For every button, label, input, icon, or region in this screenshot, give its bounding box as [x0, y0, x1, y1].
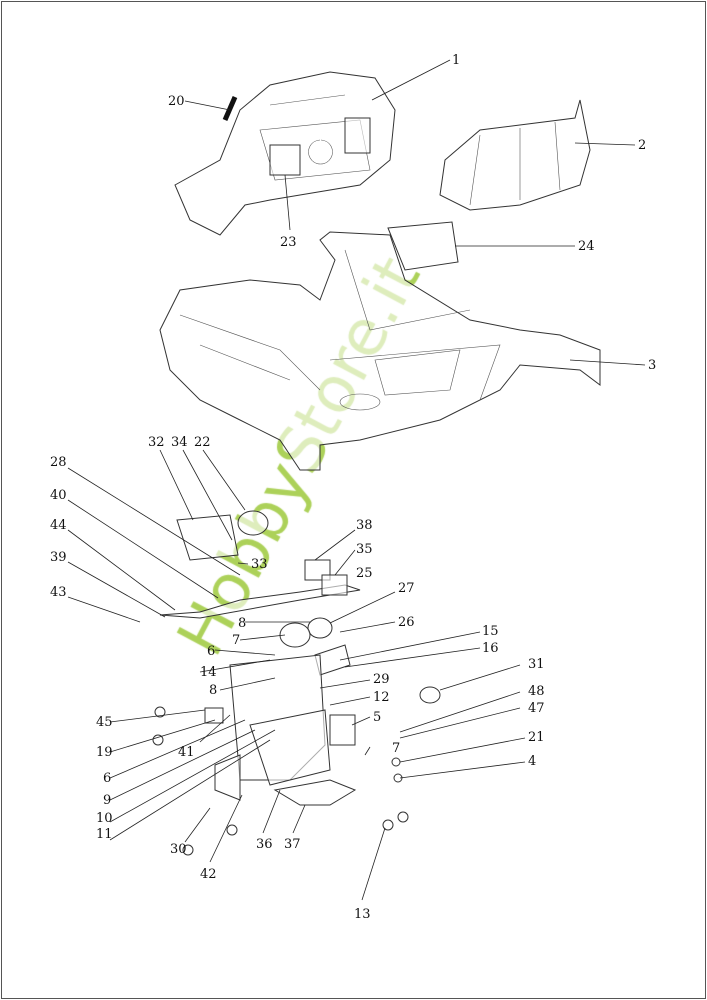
callout-21: 21: [528, 730, 545, 745]
callout-30: 30: [170, 842, 187, 857]
callout-42: 42: [200, 867, 217, 882]
callout-6: 6: [103, 771, 111, 786]
callout-32: 32: [148, 435, 165, 450]
callout-27: 27: [398, 581, 415, 596]
callout-7: 7: [392, 741, 400, 756]
callout-43: 43: [50, 585, 67, 600]
callout-13: 13: [354, 907, 371, 922]
callout-8: 8: [209, 683, 217, 698]
callout-47: 47: [528, 701, 545, 716]
callout-39: 39: [50, 550, 67, 565]
callout-26: 26: [398, 615, 415, 630]
callout-22: 22: [194, 435, 211, 450]
storage-tray-part: [387, 221, 459, 271]
seat-cover-part: [439, 99, 591, 211]
callout-29: 29: [373, 672, 390, 687]
callout-48: 48: [528, 684, 545, 699]
callout-12: 12: [373, 690, 390, 705]
callout-15: 15: [482, 624, 499, 639]
callout-19: 19: [96, 745, 113, 760]
callout-3: 3: [648, 358, 656, 373]
callout-31: 31: [528, 657, 545, 672]
callout-45: 45: [96, 715, 113, 730]
callout-14: 14: [200, 665, 217, 680]
callout-6-upper: 6: [207, 644, 215, 659]
callout-28: 28: [50, 455, 67, 470]
callout-20: 20: [168, 94, 185, 109]
callout-9: 9: [103, 793, 111, 808]
callout-2: 2: [638, 138, 646, 153]
callout-16: 16: [482, 641, 499, 656]
callout-4: 4: [528, 754, 536, 769]
dashboard-part: [174, 71, 396, 236]
callout-36: 36: [256, 837, 273, 852]
callout-5: 5: [373, 710, 381, 725]
callout-10: 10: [96, 811, 113, 826]
callout-33: 33: [251, 557, 268, 572]
callout-40: 40: [50, 488, 67, 503]
callout-1: 1: [452, 53, 460, 68]
callout-34: 34: [171, 435, 188, 450]
mechanism-parts: [152, 510, 441, 856]
callout-38: 38: [356, 518, 373, 533]
callout-23: 23: [280, 235, 297, 250]
callout-8-upper: 8: [238, 616, 246, 631]
callout-11: 11: [96, 827, 113, 842]
callout-labels: 1 2 3 20 23 24 32 34 22 28 40 44 39 43 3…: [50, 53, 656, 922]
leader-lines: [67, 59, 646, 901]
callout-35: 35: [356, 542, 373, 557]
callout-7-upper: 7: [232, 633, 240, 648]
callout-25: 25: [356, 566, 373, 581]
callout-24: 24: [578, 239, 595, 254]
callout-44: 44: [50, 518, 67, 533]
callout-41: 41: [178, 745, 195, 760]
body-shell-part: [159, 231, 601, 471]
callout-37: 37: [284, 837, 301, 852]
